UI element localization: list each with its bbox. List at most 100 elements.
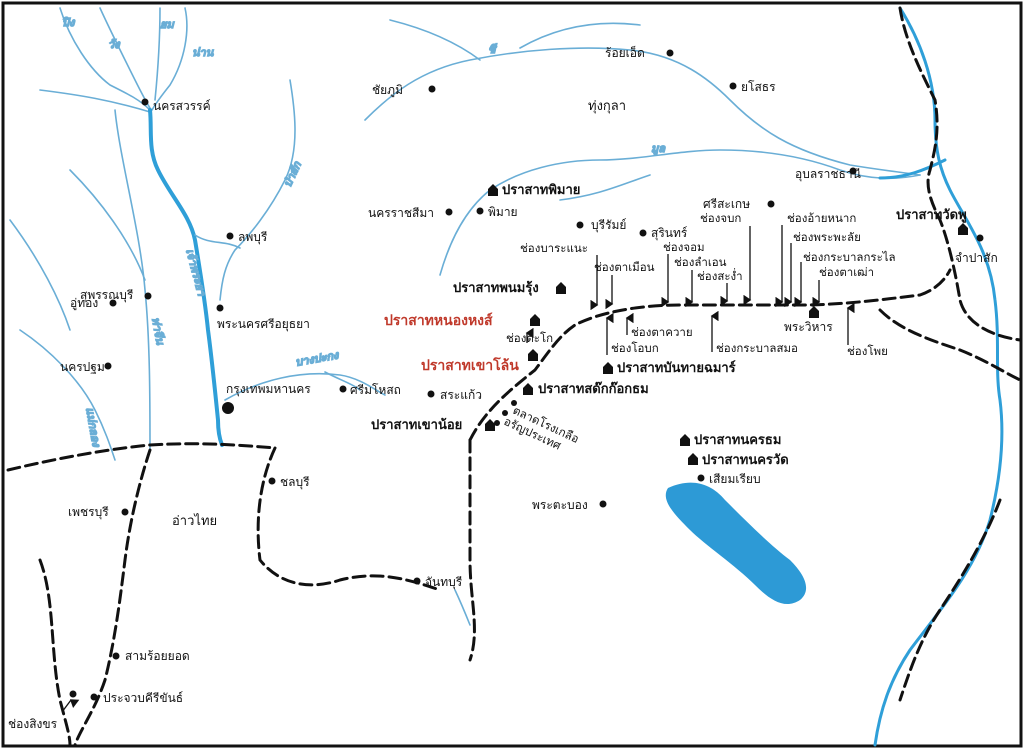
watphu-temple-icon: [958, 223, 968, 235]
chanthaburi-dot: [413, 577, 421, 585]
ping-river-label: ปิง: [62, 16, 76, 29]
phetchaburi-dot: [121, 508, 129, 516]
chanthaburi-river: [454, 589, 471, 626]
mun-river-label: มูล: [651, 142, 666, 155]
ayutthaya-dot: [216, 304, 224, 312]
khaonoi-temple-icon: [485, 419, 495, 431]
preahvihear-label: พระวิหาร: [784, 320, 833, 334]
ayutthaya-label: พระนครศรีอยุธยา: [217, 317, 310, 332]
surin-dot: [639, 229, 647, 237]
roiet-dot: [666, 49, 674, 57]
sdokkokthom-temple-icon: [523, 383, 533, 395]
prachuap-label: ประจวบคีรีขันธ์: [103, 691, 183, 705]
sisaket-dot: [767, 200, 775, 208]
simahosot-dot: [339, 385, 347, 393]
nakhonpathom-dot: [104, 362, 112, 370]
sangam-pass-label: ช่องสะง่ำ: [697, 268, 743, 283]
chi-river: [364, 47, 921, 176]
nakhonratchasima-label: นครราชสีมา: [368, 206, 434, 220]
mekong-ubon-join: [878, 158, 947, 180]
ping-river: [59, 7, 151, 111]
border-cambodia-east: [898, 498, 1002, 702]
yom-river-label: ยม: [160, 18, 174, 31]
khaolon-temple-label: ปราสาทเขาโล้น: [421, 356, 519, 374]
tamuean-pass-label: ช่องตาเมือน: [594, 260, 655, 274]
uthong-label: อู่ทอง: [70, 296, 98, 311]
chaophraya-river: [148, 108, 224, 447]
border-west-south: [468, 438, 476, 662]
chom-pass-label: ช่องจอม: [663, 240, 705, 254]
yom-river: [154, 7, 161, 101]
battambang-label: พระตะบอง: [532, 498, 588, 512]
surin-label: สุรินทร์: [651, 226, 688, 241]
banthaichhmar-temple-label: ปราสาทบันทายฉมาร์: [617, 360, 736, 376]
angkorthom-temple-label: ปราสาทนครธม: [694, 433, 781, 448]
wang-river-label: วัง: [108, 38, 121, 51]
border-dangrek: [468, 268, 952, 442]
ubon-label: อุบลราชธานี: [795, 167, 861, 182]
ping-west-branch: [39, 89, 151, 113]
bangpakong-river-label: บางปะกง: [294, 348, 341, 369]
nakhonsawan-dot: [141, 98, 149, 106]
chaiyaphum-dot: [428, 85, 436, 93]
phanomrung-temple-icon: [556, 282, 566, 294]
uthong-dot: [109, 299, 117, 307]
nakhonsawan-label: นครสวรรค์: [153, 99, 211, 113]
maeklong-river: [19, 329, 116, 461]
phimai-dot: [476, 207, 484, 215]
prachuap-dot: [90, 693, 98, 701]
yasothon-dot: [729, 82, 737, 90]
angkorwat-temple-label: ปราสาทนครวัด: [702, 453, 789, 468]
phetchaburi-label: เพชรบุรี: [68, 505, 109, 520]
krabalkrolai-pass-label: ช่องกระบาลกระไล: [803, 250, 896, 264]
gulf-label: อ่าวไทย: [172, 513, 217, 529]
sdokkokthom-temple-label: ปราสาทสด๊กก๊อกธม: [538, 382, 649, 397]
siemreap-dot: [697, 474, 705, 482]
border-west-edge: [38, 558, 72, 747]
border-north-east: [898, 6, 1022, 342]
border-east-south: [878, 308, 1022, 382]
krabalsamo-pass-label: ช่องกระบาลสมอ: [716, 341, 798, 355]
champasak-dot: [976, 234, 984, 242]
simahosot-label: ศรีมโหสถ: [350, 383, 401, 397]
roiet-label: ร้อยเอ็ด: [605, 45, 645, 60]
suphanburi-dot: [144, 292, 152, 300]
buriram-dot: [576, 221, 584, 229]
phimai-label: พิมาย: [488, 205, 518, 219]
chaophraya-river-label: เจ้าพระยา: [183, 247, 208, 298]
mun-river: [439, 149, 921, 276]
chanthaburi-label: จันทบุรี: [425, 575, 463, 590]
pasak-river-label: ป่าสัก: [281, 159, 305, 190]
western-river: [9, 219, 71, 331]
phanomrung-temple-label: ปราสาทพนมรุ้ง: [453, 280, 539, 296]
phoi-pass-label: ช่องโพย: [847, 344, 888, 358]
ubon-dot: [849, 167, 857, 175]
sakaeo-label: สระแก้ว: [440, 388, 482, 402]
watphu-temple-label: ปราสาทวัดพู: [896, 208, 967, 223]
chaiyaphum-label: ชัยภูมิ: [372, 83, 403, 98]
phimai-temple-label: ปราสาทพิมาย: [502, 183, 580, 198]
singkhon-arrow: [61, 699, 80, 713]
aranyaprathet-dot: [494, 420, 500, 426]
battambang-dot: [599, 500, 607, 508]
border-gulf-north: [6, 442, 277, 472]
borders-layer: [6, 6, 1022, 747]
labels-layer: ปิง วัง ยม น่าน ป่าสัก เจ้าพระยา ท่าจีน …: [8, 15, 998, 731]
border-east-province: [256, 446, 442, 592]
bararnae-pass-label: ช่องบาระแนะ: [520, 241, 588, 255]
thachin-river: [114, 109, 151, 451]
yasothon-label: ยโสธร: [741, 80, 776, 94]
angkorwat-temple-icon: [688, 453, 698, 465]
lopburi-label: ลพบุรี: [238, 230, 268, 245]
aenak-pass-label: ช่องอ้ายหนาก: [787, 211, 856, 225]
khaolon-temple-icon: [528, 349, 538, 361]
lopburi-dot: [226, 232, 234, 240]
singkhon-label: ช่องสิงขร: [8, 717, 58, 731]
buriram-label: บุรีรัมย์: [591, 218, 626, 233]
suphanburi-label: สุพรรณบุรี: [80, 288, 134, 303]
sisaket-label: ศรีสะเกษ: [703, 197, 750, 211]
suphan-branch: [69, 169, 146, 281]
chi-upper: [389, 19, 481, 61]
